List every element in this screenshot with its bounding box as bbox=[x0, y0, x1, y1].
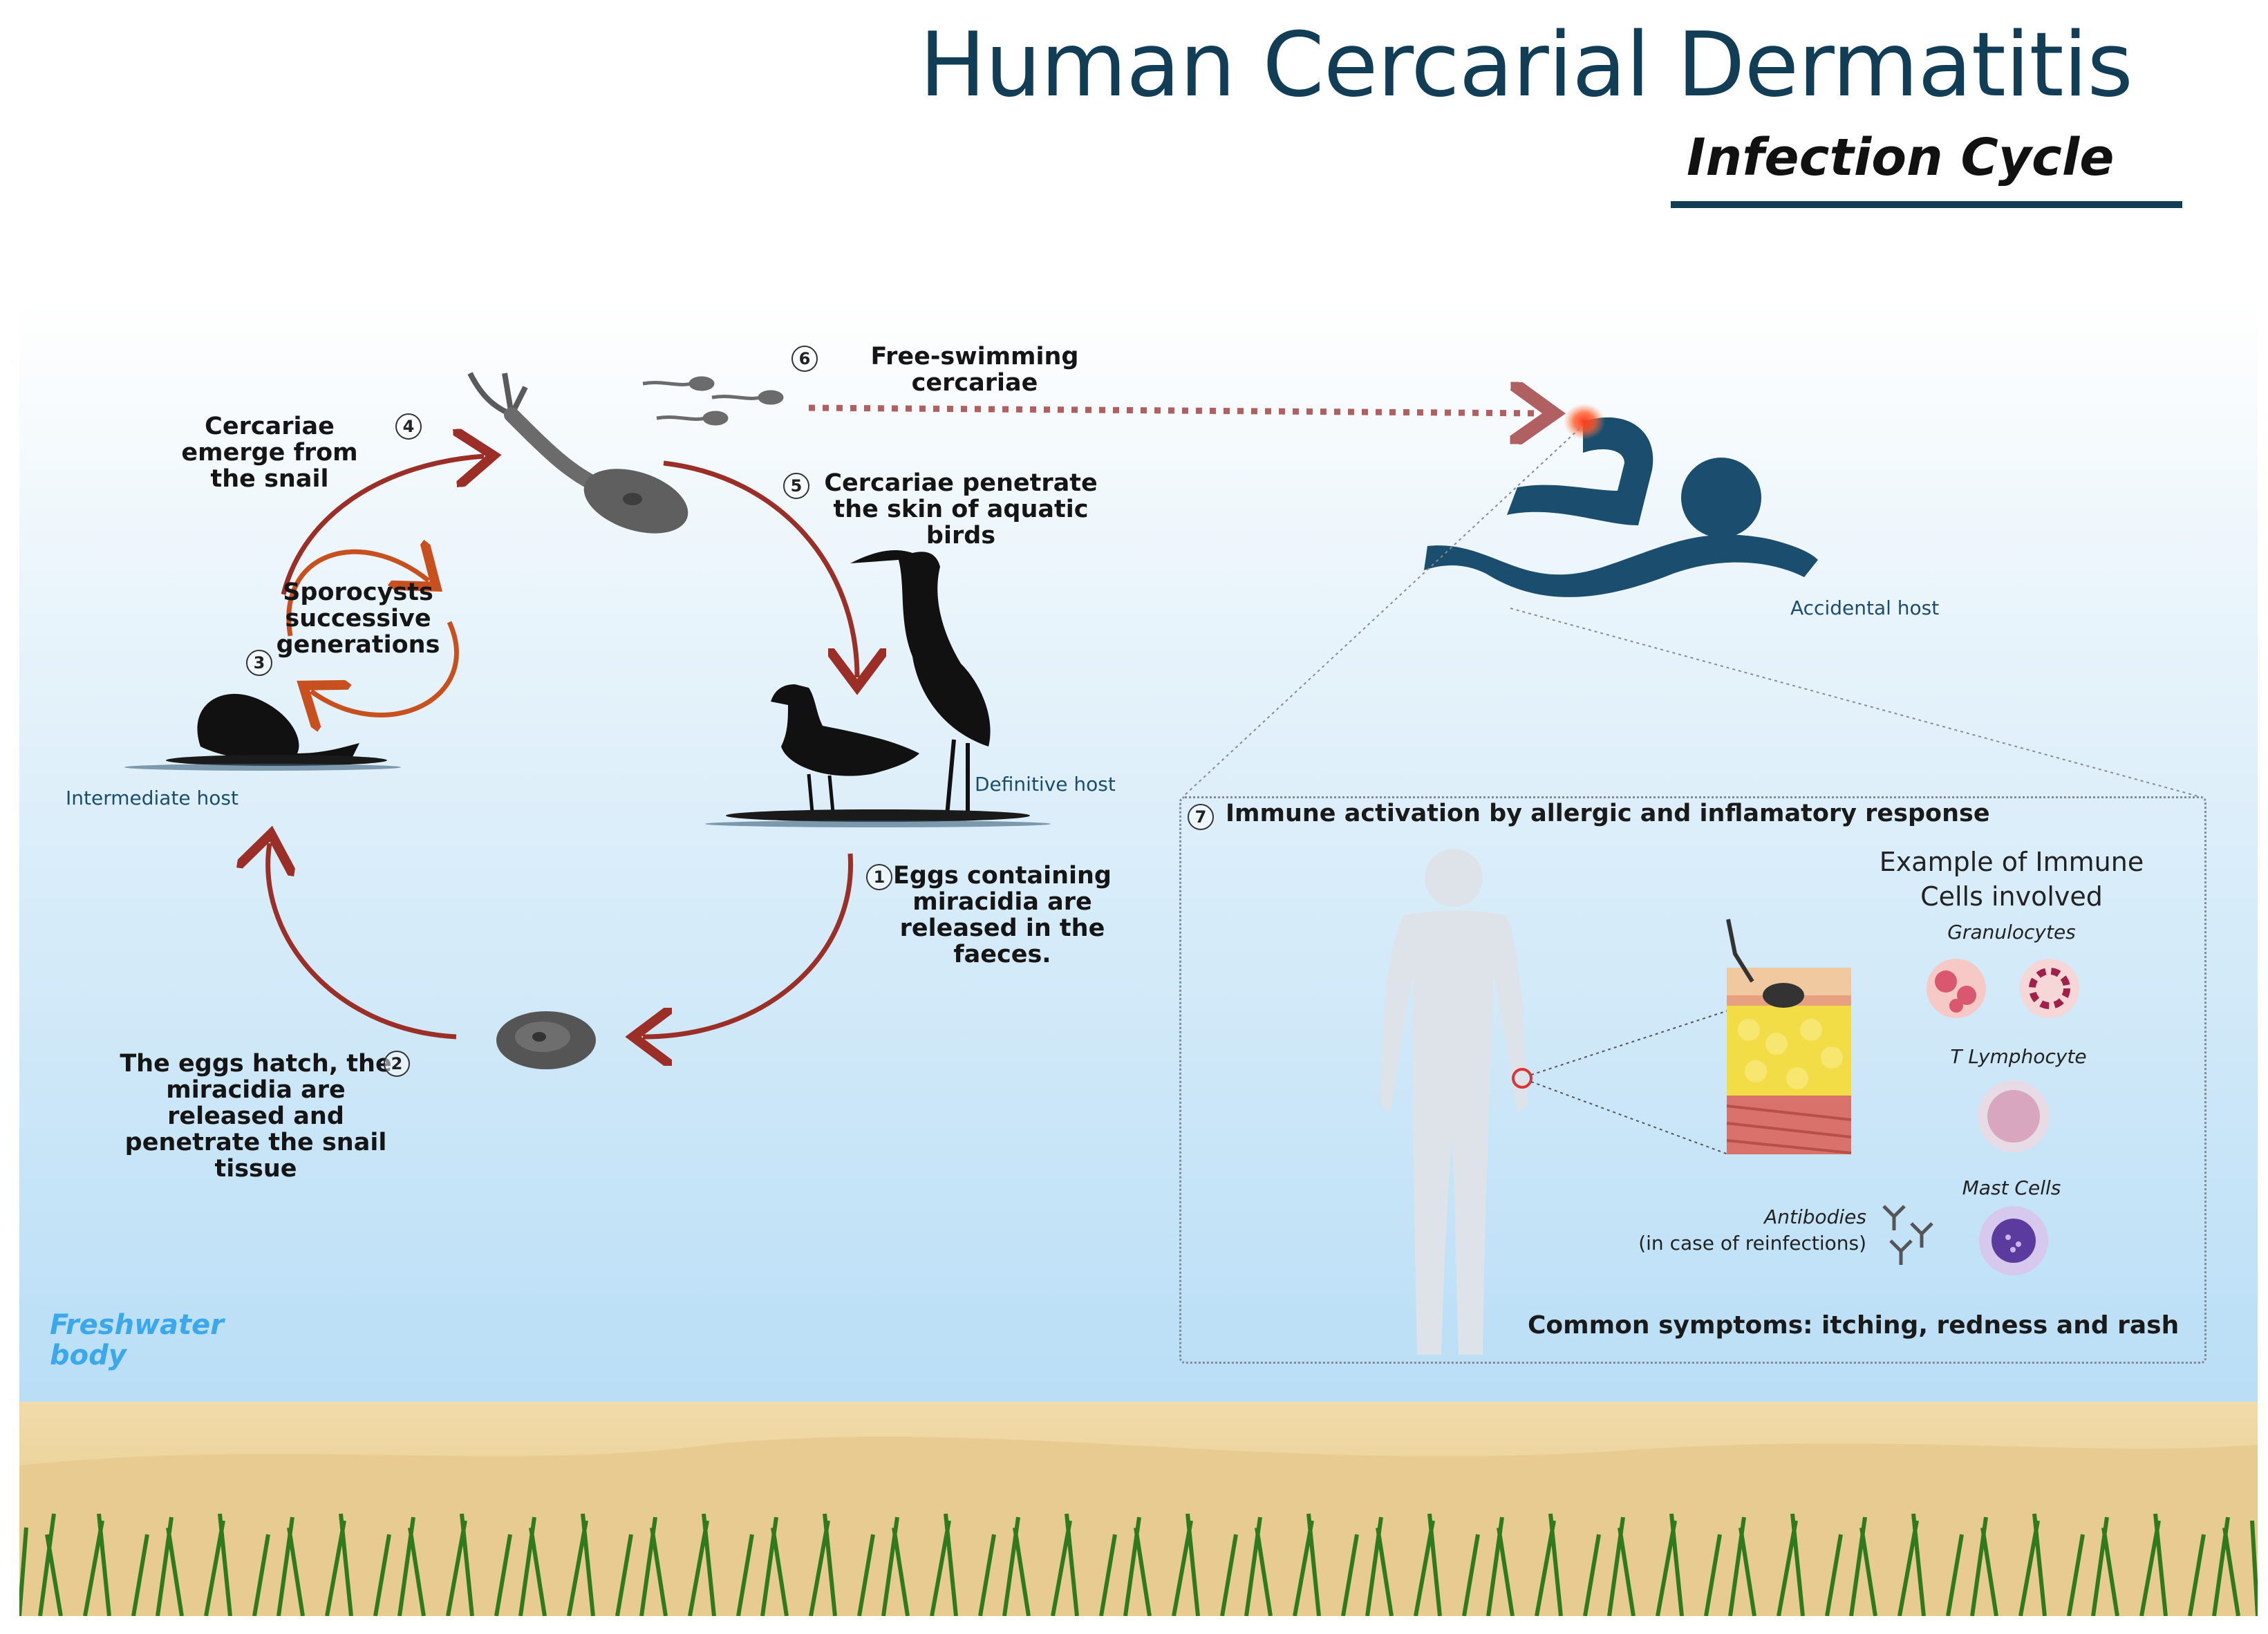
immune-panel bbox=[1179, 796, 2206, 1364]
granulocyte-cell-1 bbox=[1927, 959, 1986, 1018]
grass bbox=[19, 1513, 2258, 1616]
accidental-host-label: Accidental host bbox=[1790, 597, 1940, 619]
step-1-number: 1 bbox=[866, 864, 892, 890]
intermediate-host-label: Intermediate host bbox=[66, 787, 238, 809]
t-lymphocyte-cell bbox=[1978, 1080, 2050, 1152]
free-cercariae-illustration bbox=[642, 376, 784, 426]
granulocytes-label: Granulocytes bbox=[1947, 921, 2076, 943]
zoom-line-left bbox=[1183, 428, 1580, 797]
step-6-label: Free-swimming cercariae bbox=[870, 343, 1079, 397]
antibodies-label: Antibodies (in case of reinfections) bbox=[1631, 1204, 1866, 1257]
mast-cells-label: Mast Cells bbox=[1962, 1176, 2061, 1199]
diagram-title: Human Cercarial Dermatitis bbox=[919, 14, 2133, 117]
antibodies-icon bbox=[1882, 1205, 1933, 1265]
antibodies-note: (in case of reinfections) bbox=[1638, 1232, 1866, 1255]
arrow-sporocyst-loop-bottom bbox=[311, 621, 459, 715]
granulocyte-cell-2 bbox=[2020, 959, 2079, 1018]
step-5-number: 5 bbox=[783, 473, 809, 499]
mast-cell bbox=[1979, 1206, 2048, 1275]
step-2-label: The eggs hatch, the miracidia are releas… bbox=[120, 1050, 392, 1183]
arrow-sporocyst-loop-top bbox=[286, 552, 429, 637]
step-6-number: 6 bbox=[791, 346, 818, 372]
step-4-number: 4 bbox=[395, 413, 422, 440]
egg-illustration bbox=[496, 1011, 596, 1069]
arrow-eggs-to-snail bbox=[268, 843, 457, 1040]
arrow-cercariae-to-birds bbox=[663, 460, 857, 677]
bird-silhouettes bbox=[705, 550, 1051, 827]
zoom-line-right bbox=[1510, 608, 2199, 797]
common-symptoms: Common symptoms: itching, redness and ra… bbox=[1528, 1311, 2180, 1340]
step-7-number: 7 bbox=[1188, 804, 1214, 830]
step-3-label: Sporocysts successive generations bbox=[276, 579, 440, 659]
scene-background bbox=[19, 297, 2258, 1616]
skin-zoom-marker bbox=[1512, 1068, 1533, 1089]
swimmer-icon bbox=[1424, 417, 1818, 597]
cercaria-illustration bbox=[467, 372, 688, 534]
arrow-snail-to-cercariae bbox=[281, 456, 484, 595]
immune-panel-title: Immune activation by allergic and inflam… bbox=[1226, 800, 1990, 827]
arrow-birds-to-eggs bbox=[643, 853, 854, 1037]
step-3-number: 3 bbox=[246, 650, 272, 676]
t-lymphocyte-label: T Lymphocyte bbox=[1950, 1045, 2087, 1068]
definitive-host-label: Definitive host bbox=[975, 773, 1116, 796]
immune-cells-heading: Example of Immune Cells involved bbox=[1879, 847, 2144, 912]
diagram-subtitle: Infection Cycle bbox=[1687, 128, 2115, 187]
antibodies-title: Antibodies bbox=[1764, 1205, 1866, 1228]
penetration-glow bbox=[1564, 404, 1605, 440]
step-5-label: Cercariae penetrate the skin of aquatic … bbox=[824, 469, 1098, 550]
step-4-label: Cercariae emerge from the snail bbox=[181, 413, 358, 493]
step-1-label: Eggs containing miracidia are released i… bbox=[893, 862, 1112, 968]
freshwater-body-label: Freshwater body bbox=[50, 1309, 224, 1371]
step-2-number: 2 bbox=[384, 1051, 410, 1077]
subtitle-underline bbox=[1671, 201, 2182, 208]
skin-section-illustration bbox=[1726, 919, 1852, 1154]
snail-silhouette bbox=[124, 693, 401, 771]
arrow-cercariae-to-human bbox=[808, 408, 1541, 413]
human-body-silhouette bbox=[1380, 849, 1528, 1355]
